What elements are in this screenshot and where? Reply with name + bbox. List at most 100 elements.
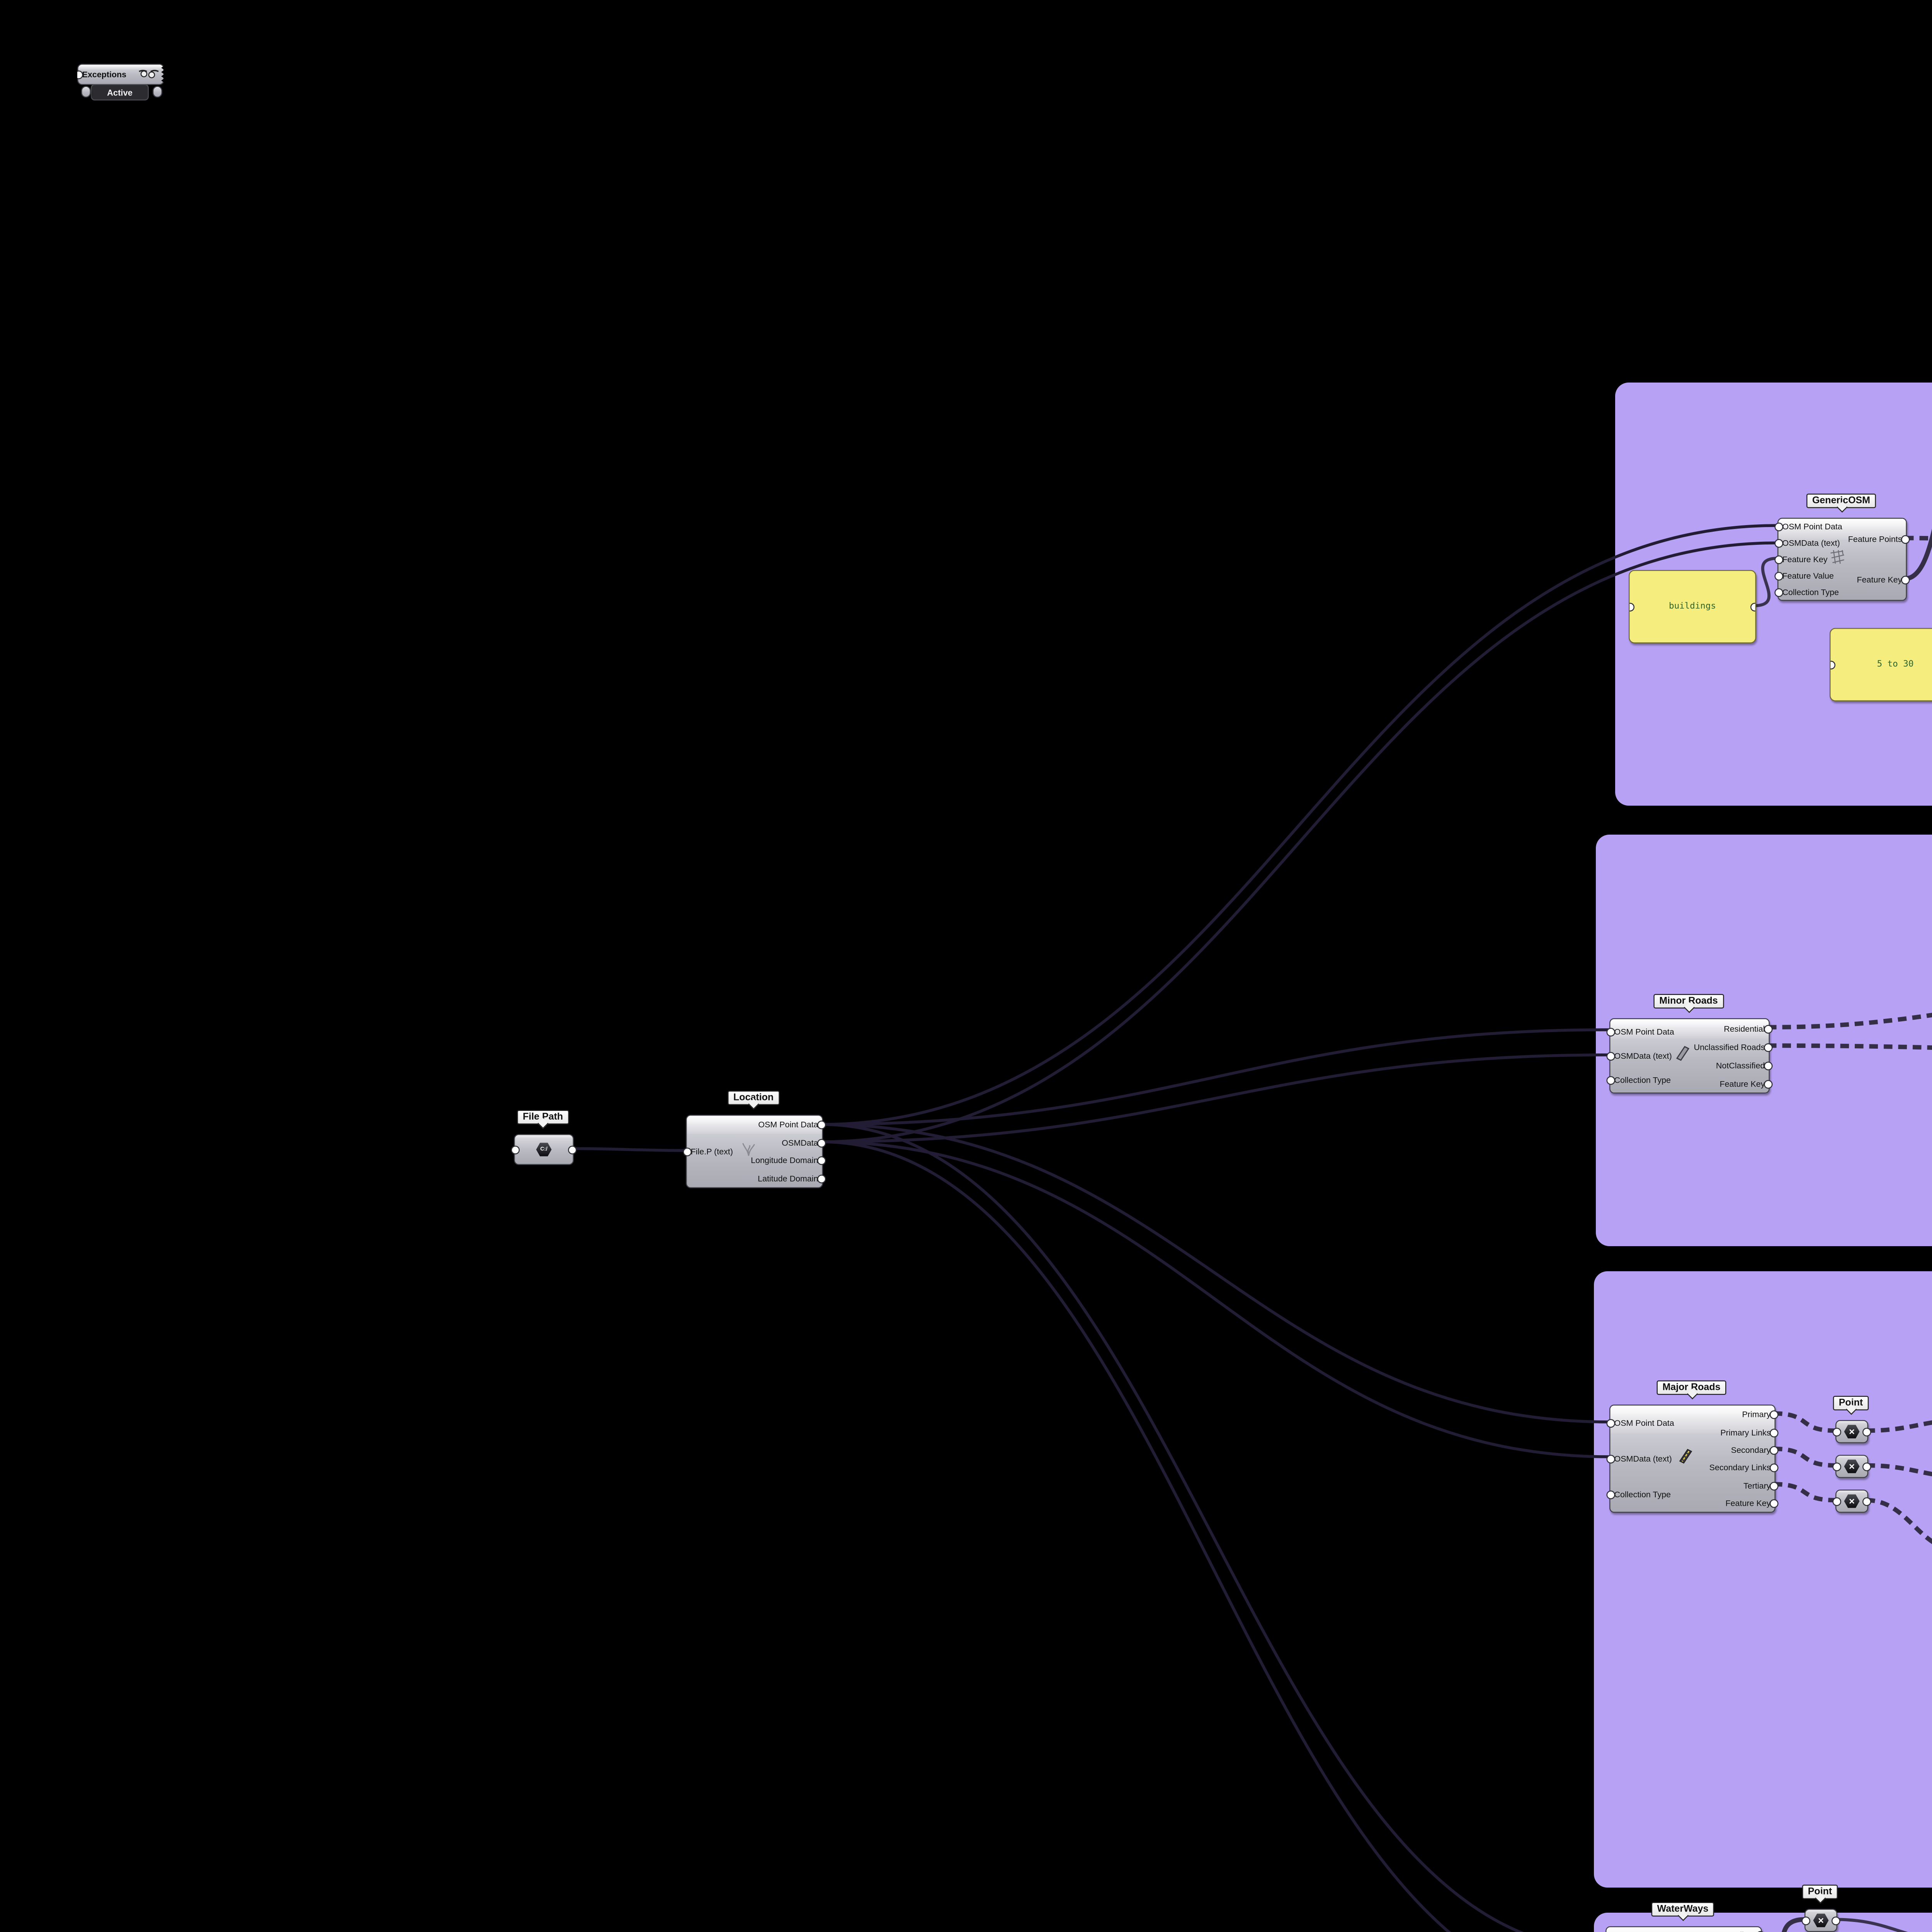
output-port[interactable] [817,1138,826,1148]
file-path-icon: C:/ [536,1143,552,1156]
output-label: Latitude Domain [758,1173,818,1183]
input-port[interactable] [1606,1076,1615,1085]
component-label: Minor Roads [1653,994,1724,1009]
output-label: Residential [1724,1023,1765,1033]
input-port[interactable] [1629,603,1634,612]
output-label: Primary Links [1720,1427,1771,1437]
output-port[interactable] [1770,1499,1779,1508]
output-port[interactable] [568,1146,577,1155]
input-port[interactable] [1832,1497,1841,1506]
label-text: Minor Roads [1659,996,1718,1007]
input-port[interactable] [77,70,83,79]
output-port[interactable] [1901,576,1910,585]
input-port[interactable] [1801,1917,1810,1925]
input-label: OSM Point Data [1614,1418,1674,1428]
node-g3-point3[interactable]: ✕ [1832,1490,1871,1513]
label-text: Point [1808,1886,1832,1898]
input-port[interactable] [1606,1052,1615,1061]
label-text: WaterWays [1657,1904,1709,1915]
output-label: Feature Key [1725,1498,1771,1508]
wire-faint [821,1140,1451,1932]
input-label: Collection Type [1614,1489,1671,1499]
output-port[interactable] [817,1174,826,1183]
output-port[interactable] [1862,1428,1871,1437]
node-exceptions[interactable]: Exceptions [77,64,164,85]
point-icon: ✕ [1844,1459,1860,1473]
point-icon: ✕ [1844,1425,1860,1439]
wire [1905,528,1932,581]
input-port[interactable] [1774,588,1783,597]
input-port[interactable] [511,1146,520,1155]
output-port[interactable] [1750,603,1755,612]
wire-dashed [1773,1411,1836,1433]
wire-dashed [1767,1043,1932,1050]
output-label: Feature Points [1848,534,1902,544]
input-port[interactable] [1832,1428,1841,1437]
input-label: OSMData (text) [1782,538,1840,548]
input-port[interactable] [1774,555,1783,564]
output-port[interactable] [1764,1043,1773,1052]
panel-g1-5to30[interactable]: 5 to 30 [1830,628,1932,701]
input-port[interactable] [1830,661,1835,670]
exceptions-wing[interactable] [153,86,162,98]
location-icon [741,1141,757,1162]
output-port[interactable] [1862,1497,1871,1506]
output-port[interactable] [1770,1446,1779,1455]
node-g4-point[interactable]: ✕ [1801,1909,1840,1932]
input-port[interactable] [1606,1027,1615,1036]
wire-faint [821,1028,1610,1126]
osm-map-icon [1829,549,1845,570]
output-port[interactable] [1862,1463,1871,1471]
point-icon: ✕ [1844,1494,1860,1508]
input-label: Feature Value [1782,570,1834,580]
input-port[interactable] [1774,571,1783,580]
label-text: GenericOSM [1812,495,1871,507]
wire-faint [821,541,1778,1143]
wire-dashed [1773,1482,1836,1503]
wire-faint [821,1123,1524,1932]
wire-dashed [1866,1498,1932,1544]
input-label: Collection Type [1614,1075,1671,1085]
input-port[interactable] [683,1148,692,1156]
active-label: Active [107,87,133,97]
wire-faint [571,1147,686,1152]
component-label: File Path [517,1110,569,1124]
wire-faint [821,1140,1610,1458]
input-port[interactable] [1832,1463,1841,1471]
exceptions-wing[interactable] [81,86,91,98]
output-port[interactable] [817,1156,826,1165]
output-label: NotClassified [1716,1060,1765,1070]
active-badge[interactable]: Active [91,84,149,100]
component-group-3[interactable] [1594,1271,1932,1888]
component-label: Point [1833,1396,1869,1410]
output-label: OSMData [782,1138,818,1148]
output-port[interactable] [1764,1079,1773,1088]
output-port[interactable] [1764,1061,1773,1070]
input-label: OSM Point Data [1782,522,1842,532]
node-g3-point1[interactable]: ✕ [1832,1420,1871,1443]
output-label: Primary [1742,1409,1771,1419]
output-label: Feature Key [1719,1078,1765,1088]
node-g3-point2[interactable]: ✕ [1832,1455,1871,1478]
output-label: Unclassified Roads [1694,1042,1765,1052]
input-label: File.P (text) [690,1146,733,1156]
input-port[interactable] [1606,1490,1615,1499]
input-label: OSM Point Data [1614,1026,1674,1036]
exceptions-label: Exceptions [82,70,127,79]
point-icon: ✕ [1813,1913,1829,1927]
input-port[interactable] [1606,1455,1615,1464]
output-port[interactable] [1770,1463,1779,1473]
node-file-path[interactable]: C:/ [511,1134,577,1165]
output-port[interactable] [1770,1481,1779,1490]
output-label: Tertiary [1743,1480,1771,1490]
output-port[interactable] [1832,1917,1840,1925]
wire-dashed [1773,1446,1836,1468]
output-port[interactable] [1901,535,1910,544]
panel-g1-buildings[interactable]: buildings [1629,570,1756,643]
